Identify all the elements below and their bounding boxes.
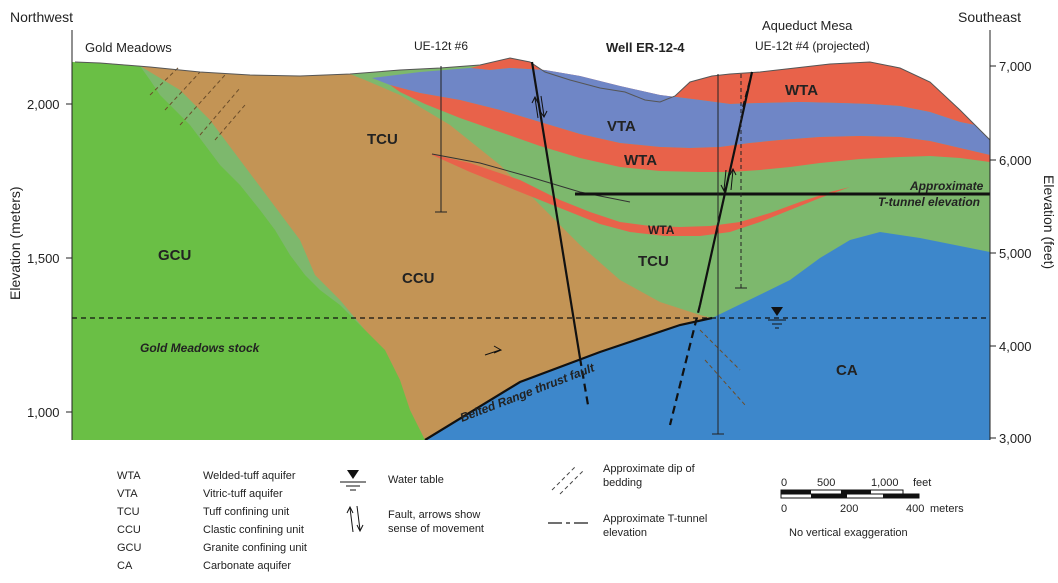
- legend-fault-2: sense of movement: [388, 523, 484, 535]
- fault-east: [698, 71, 754, 306]
- legend-water-table: Water table: [388, 474, 444, 486]
- ue12t4-label: UE-12t #4 (projected): [755, 39, 870, 53]
- tunnel-label-1: Approximate: [909, 179, 984, 193]
- northwest-label: Northwest: [10, 9, 73, 25]
- scale-feet-unit: feet: [913, 477, 931, 489]
- scale-feet-1000: 1,000: [871, 477, 899, 489]
- southeast-label: Southeast: [958, 9, 1021, 25]
- legend-name: Clastic confining unit: [203, 524, 304, 536]
- scale-note: No vertical exaggeration: [789, 527, 908, 539]
- tcu-upper-label: TCU: [367, 131, 398, 148]
- gcu-label: GCU: [158, 247, 191, 264]
- legend-abbr: VTA: [117, 488, 138, 500]
- wta-low-label: WTA: [648, 223, 675, 237]
- right-tick-7000: 7,000: [999, 59, 1032, 74]
- aqueduct-mesa-label: Aqueduct Mesa: [762, 18, 853, 33]
- scale-feet-0: 0: [781, 477, 787, 489]
- legend-fault-1: Fault, arrows show: [388, 509, 480, 521]
- legend-name: Welded-tuff aquifer: [203, 470, 296, 482]
- wta-mid-label: WTA: [624, 152, 657, 169]
- legend-dip-1: Approximate dip of: [603, 463, 696, 475]
- legend-name: Granite confining unit: [203, 542, 307, 554]
- legend-abbr: GCU: [117, 542, 142, 554]
- gcu-unit: [72, 62, 425, 440]
- ccu-unit: [95, 62, 712, 440]
- vta-unit: [372, 68, 990, 155]
- legend-name: Tuff confining unit: [203, 506, 289, 518]
- ca-label: CA: [836, 362, 858, 379]
- legend-tunnel-1: Approximate T-tunnel: [603, 513, 707, 525]
- dip-bedding-icon: [551, 465, 585, 495]
- legend-abbr: CCU: [117, 524, 141, 536]
- water-table-icon: [340, 470, 366, 491]
- ccu-label: CCU: [402, 270, 435, 287]
- legend: WTA Welded-tuff aquifer VTA Vitric-tuff …: [117, 463, 964, 572]
- legend-abbr: WTA: [117, 470, 141, 482]
- gold-meadows-label: Gold Meadows: [85, 40, 172, 55]
- scale-bar: [780, 489, 920, 499]
- scale-feet-500: 500: [817, 477, 835, 489]
- right-tick-5000: 5,000: [999, 246, 1032, 261]
- ca-unit: [425, 232, 990, 440]
- tcu-lower-label: TCU: [638, 253, 669, 270]
- scale-m-unit: meters: [930, 503, 964, 515]
- ue12t6-label: UE-12t #6: [414, 39, 468, 53]
- legend-dip-2: bedding: [603, 477, 642, 489]
- er124-label: Well ER-12-4: [606, 40, 685, 55]
- right-tick-6000: 6,000: [999, 153, 1032, 168]
- wta-top-label: WTA: [785, 82, 818, 99]
- scale-m-0: 0: [781, 503, 787, 515]
- stock-label: Gold Meadows stock: [140, 341, 261, 355]
- legend-name: Vitric-tuff aquifer: [203, 488, 283, 500]
- left-tick-2000: 2,000: [27, 97, 60, 112]
- right-tick-3000: 3,000: [999, 431, 1032, 446]
- scale-m-200: 200: [840, 503, 858, 515]
- left-axis-label: Elevation (meters): [7, 186, 23, 300]
- wta-top-unit: [470, 58, 975, 125]
- fault-arrows-icon: [346, 505, 364, 533]
- wta-mid-unit: [390, 85, 990, 172]
- legend-tunnel-2: elevation: [603, 527, 647, 539]
- dip-bedding-marks: [149, 65, 746, 406]
- right-axis-label: Elevation (feet): [1041, 175, 1057, 269]
- legend-units: WTA Welded-tuff aquifer VTA Vitric-tuff …: [117, 470, 307, 572]
- legend-abbr: CA: [117, 560, 133, 572]
- legend-abbr: TCU: [117, 506, 140, 518]
- fault-arrows: [531, 95, 737, 193]
- left-tick-1500: 1,500: [27, 251, 60, 266]
- scale-m-400: 400: [906, 503, 924, 515]
- left-tick-1000: 1,000: [27, 405, 60, 420]
- vta-label: VTA: [607, 118, 636, 135]
- right-tick-4000: 4,000: [999, 339, 1032, 354]
- tunnel-label-2: T-tunnel elevation: [878, 195, 980, 209]
- legend-name: Carbonate aquifer: [203, 560, 291, 572]
- section-body: [72, 30, 990, 440]
